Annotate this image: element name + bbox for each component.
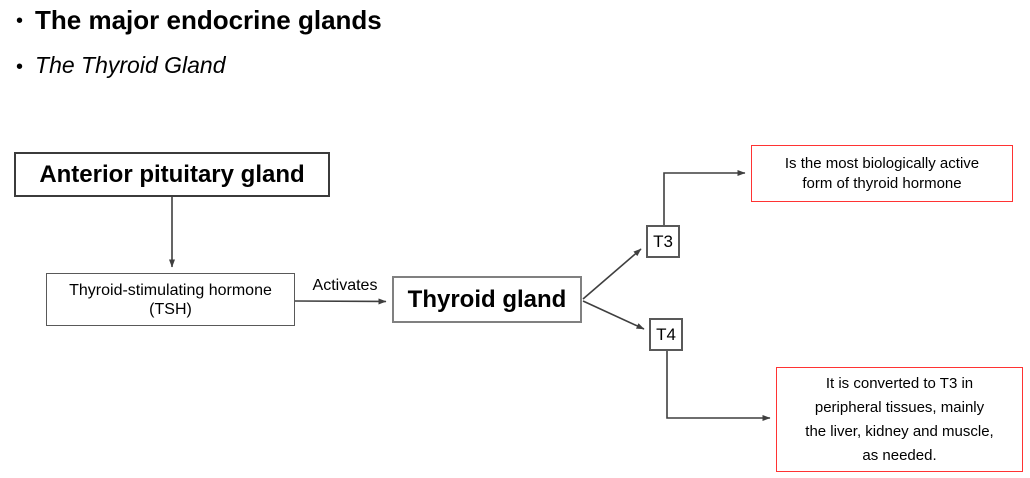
node-anterior-pituitary-gland: Anterior pituitary gland xyxy=(14,152,330,197)
callout-t3-note-line2: form of thyroid hormone xyxy=(802,174,962,192)
node-tsh: Thyroid-stimulating hormone (TSH) xyxy=(46,273,295,326)
node-t4-label: T4 xyxy=(656,324,676,344)
callout-t3-note: Is the most biologically active form of … xyxy=(751,145,1013,202)
callout-t4-note-line1: It is converted to T3 in xyxy=(825,374,974,392)
slide-title: The major endocrine glands xyxy=(35,5,382,35)
node-tsh-label-line1: Thyroid-stimulating hormone xyxy=(69,281,272,299)
node-thyroid-gland: Thyroid gland xyxy=(392,276,582,323)
node-t3: T3 xyxy=(646,225,680,258)
callout-t3-note-line1: Is the most biologically active xyxy=(784,154,980,172)
callout-t4-note: It is converted to T3 in peripheral tiss… xyxy=(776,367,1023,472)
node-thyroid-gland-label: Thyroid gland xyxy=(407,285,567,313)
callout-t4-note-line3: the liver, kidney and muscle, xyxy=(805,422,994,440)
slide-title-row: • The major endocrine glands xyxy=(16,6,382,35)
callout-t4-note-line4: as needed. xyxy=(862,446,937,464)
slide-subtitle-row: • The Thyroid Gland xyxy=(16,52,226,79)
arrow-t3-to-note xyxy=(663,170,746,225)
arrow-thyroid-to-t4 xyxy=(582,300,645,330)
callout-t4-note-line2: peripheral tissues, mainly xyxy=(814,398,985,416)
node-tsh-label-line2: (TSH) xyxy=(149,300,192,318)
arrow-thyroid-to-t3 xyxy=(582,248,642,300)
node-anterior-pituitary-gland-label: Anterior pituitary gland xyxy=(39,160,305,188)
node-t3-label: T3 xyxy=(653,231,673,251)
edge-label-activates: Activates xyxy=(312,277,378,294)
bullet-icon: • xyxy=(16,56,24,78)
bullet-icon: • xyxy=(16,10,24,32)
arrow-tsh-to-thyroid xyxy=(294,298,387,305)
node-t4: T4 xyxy=(649,318,683,351)
slide-subtitle: The Thyroid Gland xyxy=(35,52,226,78)
arrow-t4-to-note xyxy=(666,351,771,421)
